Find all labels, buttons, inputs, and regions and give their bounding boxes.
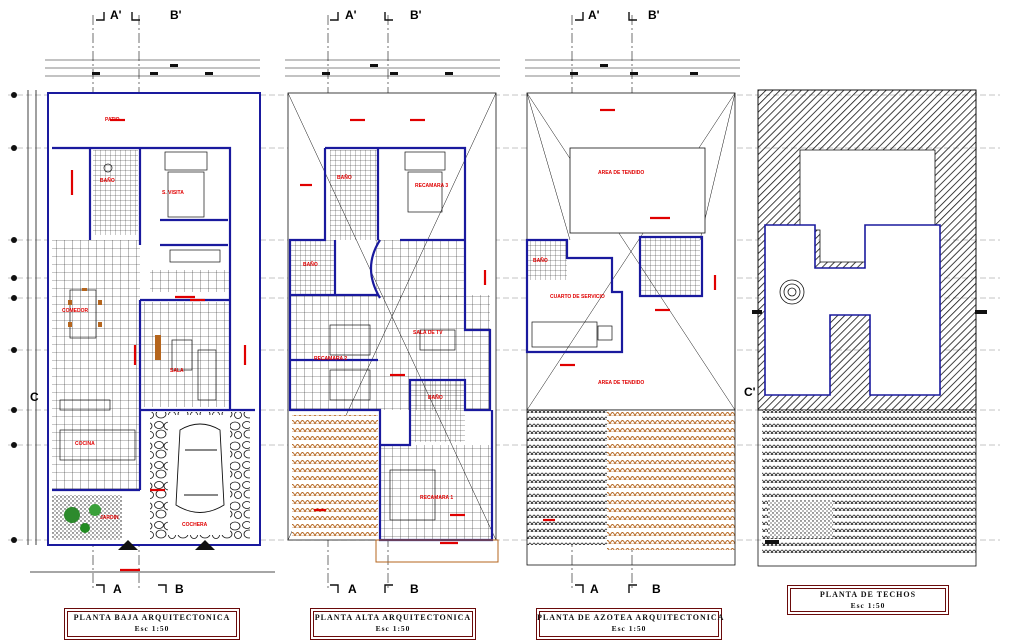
section-label-a: A <box>590 582 599 596</box>
room-label-sala-tv: SALA DE TV <box>413 330 443 336</box>
section-label-c-prime: C' <box>744 385 756 399</box>
room-label-area-tendido: AREA DE TENDIDO <box>598 170 645 176</box>
room-label-comedor: COMEDOR <box>62 308 89 314</box>
section-label-b-prime: B' <box>410 8 422 22</box>
plan-planta-techos <box>752 89 987 567</box>
room-label-bano: BAÑO <box>100 178 115 184</box>
title-planta-baja: PLANTA BAJA ARQUITECTONICA <box>73 613 231 622</box>
plan-planta-alta <box>285 59 500 563</box>
room-label-recamara-2: RECAMARA 2 <box>314 356 348 362</box>
plan-planta-azotea <box>525 59 740 627</box>
room-label-bano: BAÑO <box>428 395 443 401</box>
room-label-patio: PATIO <box>105 117 120 123</box>
scale-planta-azotea: Esc 1:50 <box>611 624 647 633</box>
room-label-jardin: JARDIN <box>100 515 119 521</box>
section-label-b: B <box>410 582 419 596</box>
section-label-a-prime: A' <box>588 8 600 22</box>
left-axis-markers <box>11 92 17 543</box>
section-label-a-prime: A' <box>110 8 122 22</box>
left-dimension-line <box>27 90 37 545</box>
room-label-area-tendido: AREA DE TENDIDO <box>598 380 645 386</box>
title-planta-alta: PLANTA ALTA ARQUITECTONICA <box>314 613 472 622</box>
section-label-a-prime: A' <box>345 8 357 22</box>
title-block-planta-azotea: PLANTA DE AZOTEA ARQUITECTONICA Esc 1:50 <box>536 608 725 640</box>
room-label-cochera: COCHERA <box>182 522 208 528</box>
section-label-b: B <box>652 582 661 596</box>
section-label-a: A <box>348 582 357 596</box>
title-planta-techos: PLANTA DE TECHOS <box>819 590 917 599</box>
scale-planta-baja: Esc 1:50 <box>134 624 170 633</box>
title-planta-azotea: PLANTA DE AZOTEA ARQUITECTONICA <box>537 613 725 622</box>
room-label-sala-visita: S. VISITA <box>162 190 184 196</box>
title-block-planta-baja: PLANTA BAJA ARQUITECTONICA Esc 1:50 <box>64 608 240 640</box>
scale-planta-alta: Esc 1:50 <box>375 624 411 633</box>
room-label-bano: BAÑO <box>337 175 352 181</box>
section-label-a: A <box>113 582 122 596</box>
title-block-planta-techos: PLANTA DE TECHOS Esc 1:50 <box>787 585 949 615</box>
section-label-c: C <box>30 390 39 404</box>
room-label-sala: SALA <box>170 368 184 374</box>
room-label-cuarto-servicio: CUARTO DE SERVICIO <box>550 294 605 300</box>
title-block-planta-alta: PLANTA ALTA ARQUITECTONICA Esc 1:50 <box>310 608 476 640</box>
section-markers <box>96 12 637 593</box>
scale-planta-techos: Esc 1:50 <box>850 601 886 610</box>
room-label-recamara-1: RECAMARA 1 <box>420 495 454 501</box>
plan-planta-baja <box>30 59 275 573</box>
section-label-b-prime: B' <box>648 8 660 22</box>
room-label-cocina: COCINA <box>75 441 95 447</box>
room-label-bano: BAÑO <box>533 258 548 264</box>
section-label-b: B <box>175 582 184 596</box>
room-label-bano: BAÑO <box>303 262 318 268</box>
section-label-b-prime: B' <box>170 8 182 22</box>
room-label-recamara-3: RECAMARA 3 <box>415 183 449 189</box>
